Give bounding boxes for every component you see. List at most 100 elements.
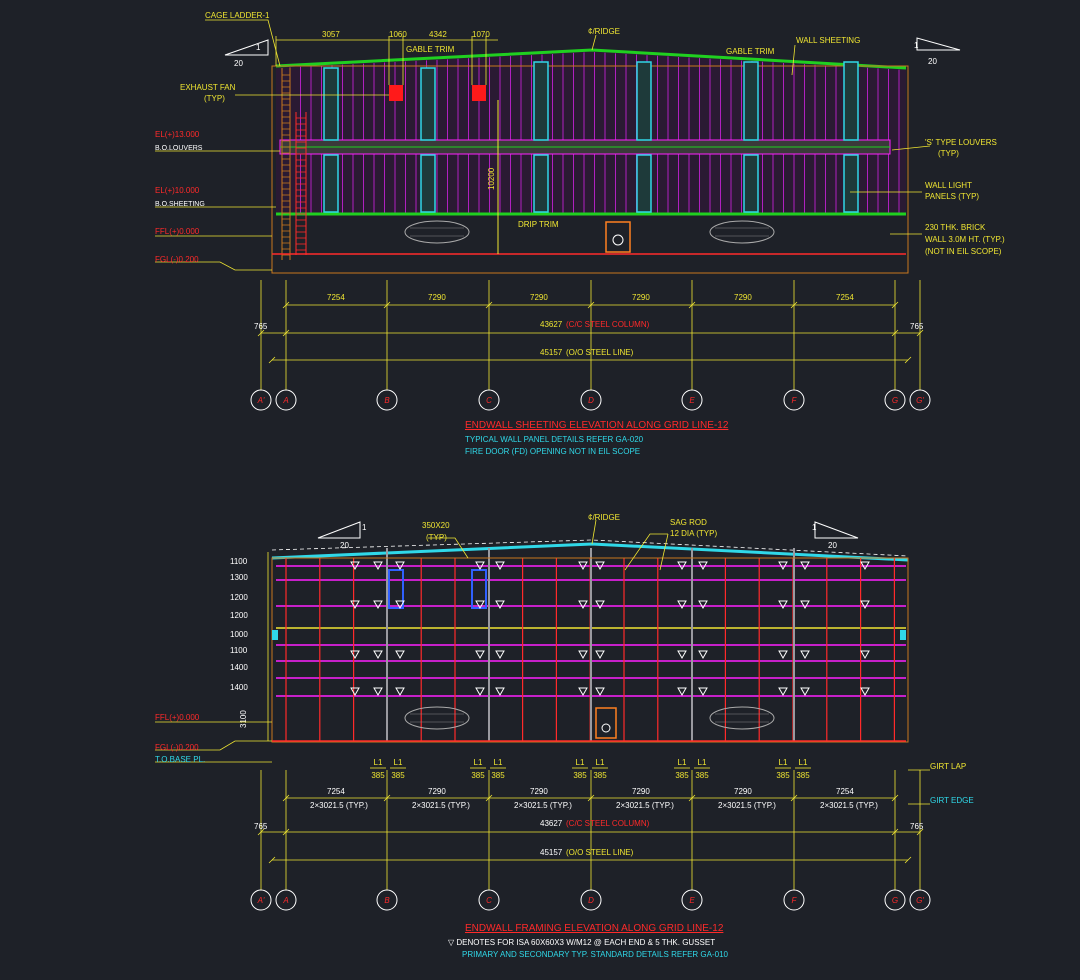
grid-label: A [282,396,288,405]
fire-door-symbol [601,723,611,733]
cleat-symbol [595,561,605,571]
drawing-note: FIRE DOOR (FD) OPENING NOT IN EIL SCOPE [465,447,640,456]
slope-indicator-right [814,521,859,539]
overall-dim-2-note: (O/O STEEL LINE) [566,348,634,357]
slope-num-left: 1 [256,43,261,52]
slope-num-right: 1 [914,41,919,50]
cleat-symbol [373,600,383,610]
cleat-symbol [698,600,708,610]
cleat-symbol [475,687,485,697]
dimension-tick [257,329,265,337]
cleat-symbol [595,687,605,697]
column-label: L1 [779,758,788,767]
edge-dim-left: 765 [254,822,268,831]
cleat-symbol [778,600,788,610]
grid-label: A' [257,896,265,905]
edge-dim-right: 765 [910,822,924,831]
ladder-rungs [282,74,290,256]
grid-label: B [384,896,390,905]
overall-dim-2-note: (O/O STEEL LINE) [566,848,634,857]
label-exhaust-fan: EXHAUST FAN [180,83,236,92]
dimension-tick [268,856,276,864]
dimension-tick [790,301,798,309]
grid-label: C [486,896,492,905]
column-label: L1 [576,758,585,767]
bay-dim: 7290 [632,787,650,796]
overall-dim-1-note: (C/C STEEL COLUMN) [566,819,650,828]
grid-bubble [783,889,805,911]
label-brick-3: (NOT IN EIL SCOPE) [925,247,1002,256]
cleat-symbols [350,561,870,697]
grid-label: F [792,896,798,905]
cleat-symbol [677,561,687,571]
dimension-tick [282,329,290,337]
grid-label: B [384,396,390,405]
cleat-symbol [350,561,360,571]
grid-label: E [689,896,695,905]
top-dim: 1060 [389,30,407,39]
grid-bubble [478,889,500,911]
bay-dim: 7290 [428,787,446,796]
dimension-tick [257,828,265,836]
opening-frame-1 [388,569,404,609]
cleat-symbol [778,650,788,660]
cleat-symbol [475,561,485,571]
brick-hatch [410,227,769,237]
cage-ladder [281,68,291,260]
label-ridge: ¢/RIDGE [588,27,620,36]
slope-den-left: 20 [234,59,243,68]
wall-light-panel [420,154,436,213]
dimension-tick [904,856,912,864]
slope-num-left: 1 [362,523,367,532]
framing-elevation: 1 20 1 20 1 [155,513,974,959]
drawing-note: ▽ DENOTES FOR ISA 60X60X3 W/M12 @ EACH E… [448,938,715,947]
column-label-value: 385 [776,771,790,780]
callout-sag-rod: SAG ROD [670,518,707,527]
level-dim: 1300 [230,573,248,582]
cleat-symbol [578,600,588,610]
frame-outline [271,557,909,743]
roof-outline-dashed [271,539,909,557]
drawing-note: TYPICAL WALL PANEL DETAILS REFER GA-020 [465,435,644,444]
grid-bubble [681,389,703,411]
opening-frame-2 [471,569,487,609]
wall-light-panel [420,67,436,141]
grid-label: D [588,896,594,905]
dimension-tick [383,794,391,802]
dimension-tick [688,301,696,309]
cleat-symbol [475,650,485,660]
column-labels: L1385L1385L1385L1385L1385L1385L1385L1385… [370,758,811,780]
label-exhaust-fan-typ: (TYP) [204,94,225,103]
level-dim: 1200 [230,611,248,620]
bay-dim: 7254 [836,787,854,796]
dimension-tick [891,301,899,309]
bay-dim: 7290 [734,787,752,796]
grid-label: A' [257,396,265,405]
height-dim-text: 10200 [487,167,496,190]
grid-bubble [275,889,297,911]
label-drip-trim: DRIP TRIM [518,220,559,229]
wall-light-panel [323,154,339,213]
dimension-tick [282,828,290,836]
leader-lines [155,19,931,271]
column-label: L1 [394,758,403,767]
column-label: L1 [494,758,503,767]
cleat-symbol [373,650,383,660]
dimension-tick [891,329,899,337]
cleat-symbol [578,687,588,697]
label-gable-trim-right: GABLE TRIM [726,47,775,56]
label-girt-edge: GIRT EDGE [930,796,974,805]
level-dim: 1100 [230,646,248,655]
cleat-symbol [677,687,687,697]
cleat-symbol [495,650,505,660]
slope-den-right: 20 [828,541,837,550]
fire-door-symbol [612,234,624,246]
label-wall-light-2: PANELS (TYP) [925,192,979,201]
dimension-tick [587,794,595,802]
cleat-symbol [595,600,605,610]
callout-350x20-typ: (TYP) [426,533,447,542]
edge-dim-left: 765 [254,322,268,331]
level-label: FFL(+)0.000 [155,227,200,236]
